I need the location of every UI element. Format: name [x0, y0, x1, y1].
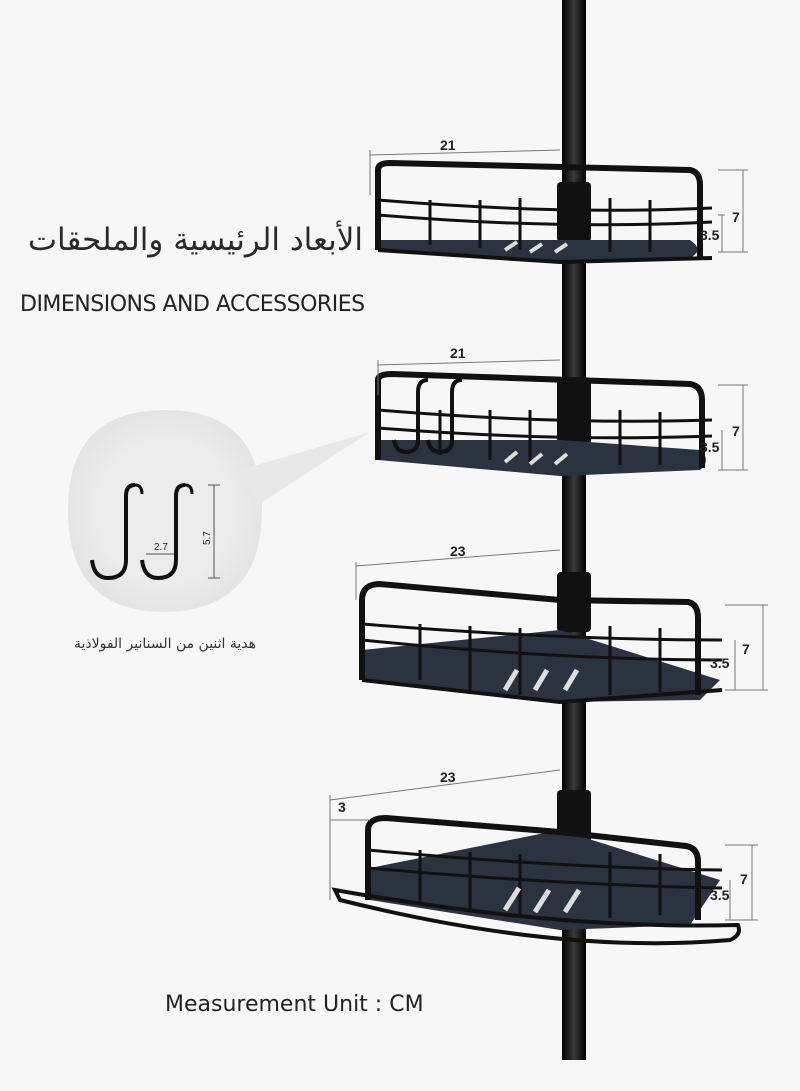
shelf-4-side-label: 3 — [338, 799, 346, 815]
shelf-4-height-label: 7 — [740, 871, 748, 887]
dimension-lines — [329, 149, 768, 921]
shelf-1-rail-label: 3.5 — [700, 227, 720, 243]
shelf-4 — [331, 814, 741, 946]
shelf-2-height-label: 7 — [732, 423, 740, 439]
shelf-2-rail-label: 3.5 — [700, 439, 720, 455]
shelf-4-rail-label: 3.5 — [710, 887, 730, 903]
hook-icon — [90, 483, 136, 581]
shelf-3 — [359, 580, 723, 705]
shelf-4-width-label: 23 — [440, 769, 456, 785]
shelf-2-width-label: 21 — [450, 345, 466, 361]
shelf-1-height-label: 7 — [732, 209, 740, 225]
shelf-1 — [375, 159, 713, 265]
hook-callout: 2.7 5.7 — [68, 410, 370, 612]
hook-width-label: 2.7 — [154, 542, 168, 553]
shelf-1-width-label: 21 — [440, 137, 456, 153]
hook-caption: هدية اثنين من السنانير الفولاذية — [73, 636, 257, 652]
pole-joint — [557, 380, 591, 450]
measurement-unit-label: Measurement Unit : CM — [165, 992, 424, 1017]
shelf-3-rail-label: 3.5 — [710, 655, 730, 671]
shelf-3-width-label: 23 — [450, 543, 466, 559]
shelf-2 — [375, 370, 713, 476]
heading-english: DIMENSIONS AND ACCESSORIES — [20, 292, 365, 317]
hook-icon — [140, 483, 186, 581]
pole-joint — [557, 182, 591, 242]
hook-height-label: 5.7 — [202, 531, 213, 545]
heading-arabic: الأبعاد الرئيسية والملحقات — [27, 222, 363, 258]
shelf-3-height-label: 7 — [742, 641, 750, 657]
dimension-labels: 21 7 3.5 21 7 3.5 23 7 3.5 23 3 7 3.5 — [338, 137, 750, 903]
